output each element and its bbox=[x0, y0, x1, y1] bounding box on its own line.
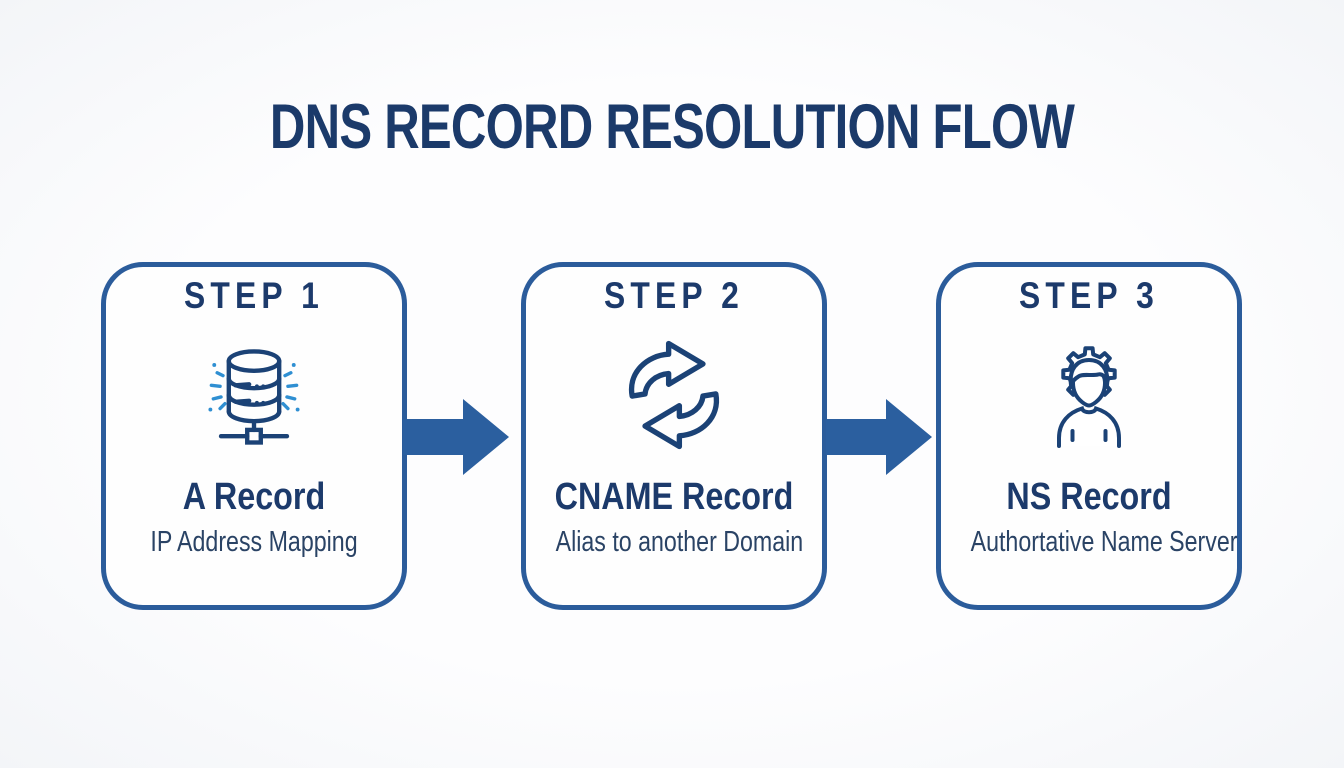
record-description: Alias to another Domain bbox=[555, 526, 804, 558]
step-label: STEP 3 bbox=[1018, 275, 1160, 316]
record-description: IP Address Mapping bbox=[150, 526, 358, 558]
flow-arrow-1 bbox=[403, 399, 509, 475]
step-label: STEP 2 bbox=[603, 275, 745, 316]
record-description: Authortative Name Server bbox=[970, 526, 1238, 558]
database-network-icon bbox=[106, 329, 402, 461]
admin-user-gear-icon bbox=[941, 329, 1237, 461]
record-name: A Record bbox=[182, 476, 326, 518]
record-name: CNAME Record bbox=[554, 476, 794, 518]
flow-arrow-2 bbox=[826, 399, 932, 475]
step-card-3: STEP 3 NS Record Authortative Name Serve… bbox=[936, 262, 1242, 610]
record-name: NS Record bbox=[1006, 476, 1172, 518]
step-card-2: STEP 2 CNAME Record Alias to another Dom… bbox=[521, 262, 827, 610]
page-title: DNS RECORD RESOLUTION FLOW bbox=[269, 92, 1075, 162]
sync-arrows-icon bbox=[526, 329, 822, 461]
step-card-1: STEP 1 bbox=[101, 262, 407, 610]
step-label: STEP 1 bbox=[183, 275, 325, 316]
